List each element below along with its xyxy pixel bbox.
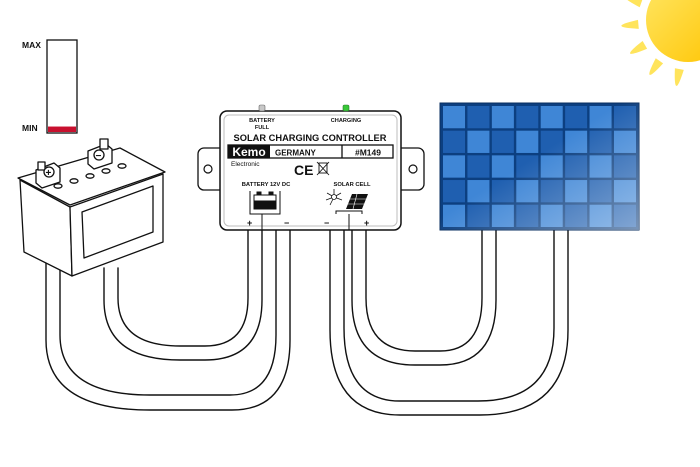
solar-input-label: SOLAR CELL (333, 182, 370, 188)
sun-ray (621, 19, 639, 29)
sun-ray (674, 68, 684, 86)
battery-minus-symbol: − (96, 151, 102, 162)
sun-disc (646, 0, 700, 62)
battery-plus-symbol: + (46, 168, 52, 179)
solar-cable-2-inner (365, 227, 483, 352)
battery-port-bracket (249, 191, 281, 215)
solar-cable-2-outer (351, 227, 497, 366)
battery-cable-inner (59, 227, 277, 396)
battery-input-label: BATTERY 12V DC (242, 182, 291, 188)
brand-country: GERMANY (275, 149, 317, 158)
sun-icon (621, 0, 700, 86)
sun-ray (649, 58, 664, 75)
solar-port-plus: + (364, 218, 369, 228)
meter-max-label: MAX (22, 40, 41, 50)
controller-title: SOLAR CHARGING CONTROLLER (234, 133, 387, 143)
battery-level-meter: MAX MIN (22, 39, 78, 134)
battery-cable-2-inner (117, 227, 249, 347)
mount-hole-right (408, 164, 418, 174)
car-battery: + − (17, 138, 166, 277)
brand-logo: Kemo (232, 145, 265, 159)
led-battery-full-label-line2: FULL (255, 125, 270, 131)
meter-min-label: MIN (22, 123, 38, 133)
solar-panel (439, 102, 640, 231)
controller-rim (223, 114, 398, 227)
brand-sub: Electronic (231, 161, 260, 168)
led-battery-full (258, 104, 266, 112)
mount-hole-left (203, 164, 213, 174)
solar-cable-outer (329, 227, 569, 416)
solar-port-bracket (335, 210, 363, 214)
battery-port-plus: + (247, 218, 252, 228)
meter-frame (46, 39, 78, 134)
battery-side (69, 173, 164, 277)
brand-logo-box (228, 145, 270, 158)
solar-input-icon (325, 189, 368, 210)
led-battery-full-label-line1: BATTERY (249, 118, 275, 124)
solar-port-minus: − (324, 218, 329, 228)
battery-input-icon (253, 191, 277, 210)
solar-cable-inner (343, 227, 555, 402)
led-charging-label: CHARGING (331, 118, 361, 124)
sun-ray (627, 0, 643, 8)
battery-terminal-minus: − (87, 138, 113, 170)
battery-port-minus: − (284, 218, 289, 228)
charging-controller: BATTERY FULL CHARGING SOLAR CHARGING CON… (197, 104, 425, 231)
solar-panel-sheen (440, 103, 639, 230)
cables (45, 227, 569, 416)
sun-ray (629, 41, 648, 54)
ce-mark: CE (294, 162, 313, 178)
meter-fill (48, 126, 76, 132)
weee-icon (316, 161, 330, 176)
battery-cable-outer (45, 227, 291, 411)
battery-terminal-plus: + (35, 161, 61, 189)
sun-rays (621, 0, 684, 86)
battery-label-panel (81, 185, 154, 259)
battery-vents (53, 163, 127, 189)
battery-cable-2-outer (103, 227, 263, 361)
model-number: #M149 (355, 148, 381, 158)
led-charging (342, 104, 350, 112)
